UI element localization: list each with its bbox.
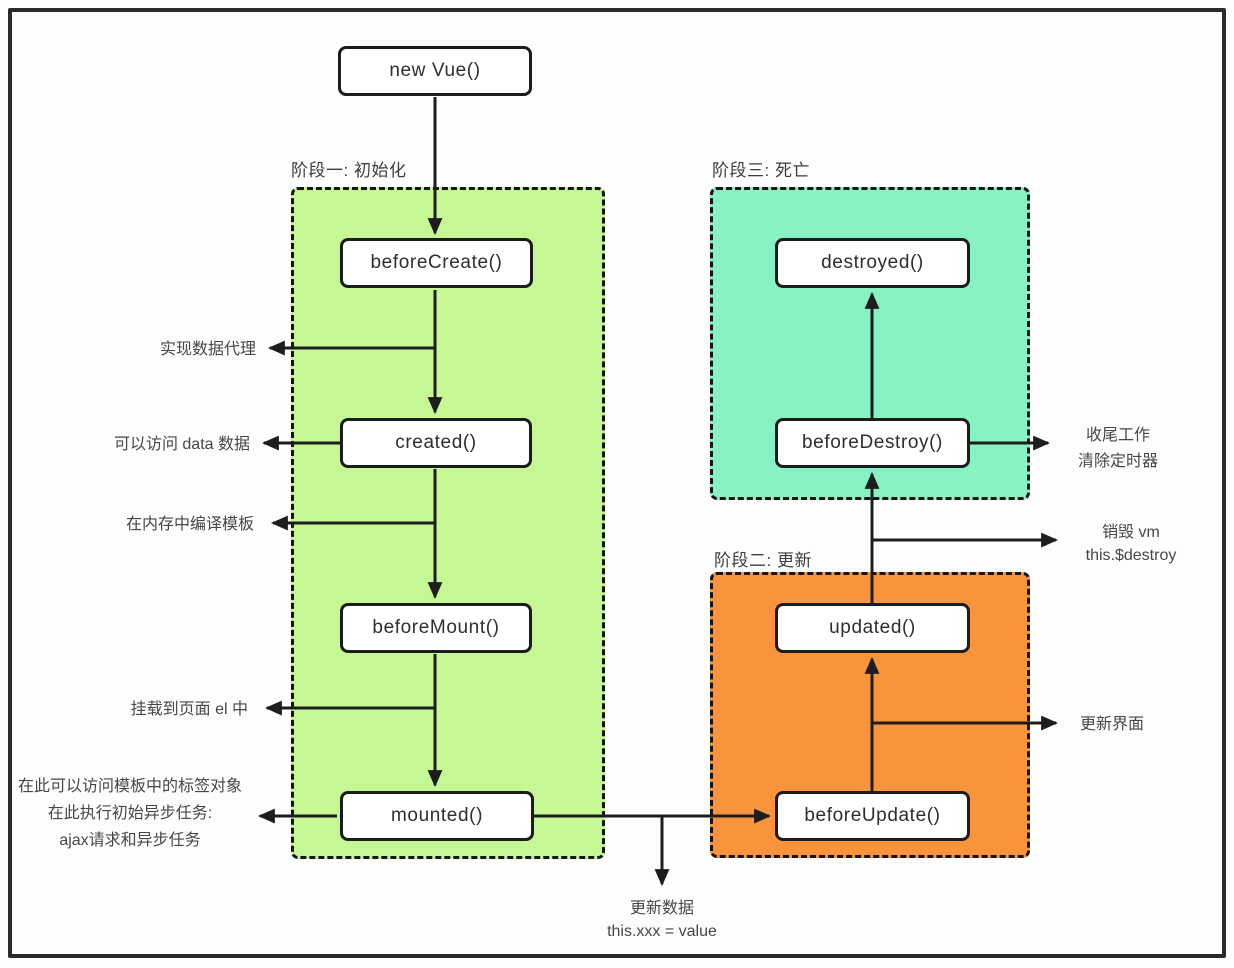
note-update-ui: 更新界面 bbox=[1080, 716, 1145, 733]
note-cleanup: 收尾工作 清除定时器 bbox=[1050, 423, 1186, 475]
node-created: created() bbox=[340, 418, 532, 468]
note-access-data: 可以访问 data 数据 bbox=[113, 436, 250, 453]
node-before-destroy: beforeDestroy() bbox=[775, 418, 970, 468]
note-mounted-tasks-line2: 在此执行初始异步任务: bbox=[47, 805, 213, 822]
note-destroy-vm-line2: this.$destroy bbox=[1085, 547, 1177, 564]
note-mount-el: 挂载到页面 el 中 bbox=[130, 701, 248, 718]
note-mounted-tasks-line3: ajax请求和异步任务 bbox=[59, 832, 201, 849]
node-destroyed: destroyed() bbox=[775, 238, 970, 288]
note-mounted-tasks-line1: 在此可以访问模板中的标签对象 bbox=[17, 778, 242, 795]
node-before-create: beforeCreate() bbox=[340, 238, 533, 288]
note-update-data: 更新数据 this.xxx = value bbox=[562, 897, 762, 943]
node-before-update: beforeUpdate() bbox=[775, 791, 970, 841]
note-cleanup-line1: 收尾工作 bbox=[1085, 427, 1150, 444]
node-new-vue: new Vue() bbox=[338, 46, 532, 96]
note-compile-template: 在内存中编译模板 bbox=[125, 516, 254, 533]
note-destroy-vm: 销毁 vm this.$destroy bbox=[1058, 521, 1204, 567]
outer-frame bbox=[8, 8, 1226, 958]
note-destroy-vm-line1: 销毁 vm bbox=[1102, 524, 1160, 541]
stage-three-label: 阶段三: 死亡 bbox=[712, 161, 810, 180]
note-mounted-tasks: 在此可以访问模板中的标签对象 在此执行初始异步任务: ajax请求和异步任务 bbox=[6, 773, 254, 854]
note-update-data-line2: this.xxx = value bbox=[607, 923, 717, 940]
note-update-data-line1: 更新数据 bbox=[629, 900, 694, 917]
note-data-proxy: 实现数据代理 bbox=[159, 341, 256, 358]
note-cleanup-line2: 清除定时器 bbox=[1077, 453, 1158, 470]
stage-one-label: 阶段一: 初始化 bbox=[291, 161, 407, 180]
node-updated: updated() bbox=[775, 603, 970, 653]
stage-two-label: 阶段二: 更新 bbox=[714, 551, 812, 570]
node-mounted: mounted() bbox=[340, 791, 534, 841]
node-before-mount: beforeMount() bbox=[340, 603, 532, 653]
